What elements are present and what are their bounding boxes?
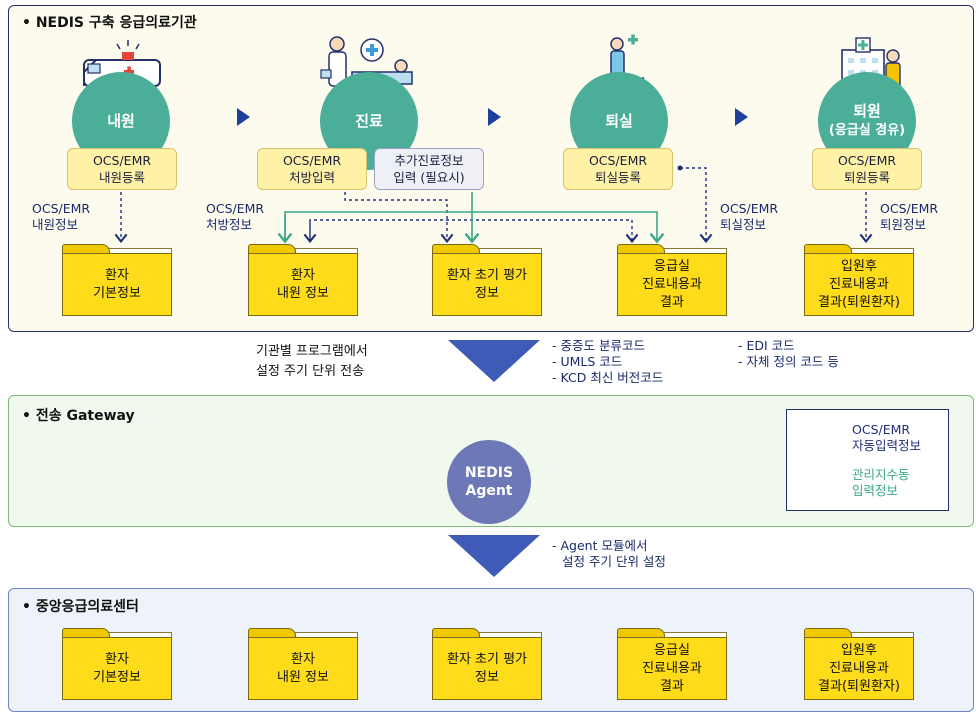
flow-arrow-icon	[735, 108, 748, 126]
transfer-arrow-1	[448, 340, 540, 382]
stage-label: 내원	[107, 112, 135, 130]
extra-info-box: 추가진료정보 입력 (필요시)	[374, 148, 484, 190]
ocs-box-discharge-er: OCS/EMR 퇴실등록	[563, 148, 673, 190]
ocs-box-arrival: OCS/EMR 내원등록	[67, 148, 177, 190]
ocs-box-treatment: OCS/EMR 처방입력	[257, 148, 367, 190]
stage-label: 퇴원	[853, 102, 881, 120]
center-panel-title: • 중앙응급의료센터	[22, 599, 139, 615]
stage-sublabel: (응급실 경유)	[828, 123, 906, 138]
code-list-1: - 중증도 분류코드- UMLS 코드- KCD 최신 버전코드	[552, 338, 664, 385]
flow-arrow-icon	[488, 108, 501, 126]
hospital-panel-title: • NEDIS 구축 응급의료기관	[22, 15, 197, 31]
flow-arrow-icon	[237, 108, 250, 126]
ocs-box-discharge: OCS/EMR 퇴원등록	[812, 148, 922, 190]
stage-label: 퇴실	[605, 112, 633, 130]
code-list-2: - EDI 코드- 자체 정의 코드 등	[738, 338, 839, 369]
legend	[786, 409, 949, 511]
stage-label: 진료	[355, 112, 383, 130]
gateway-panel-title: • 전송 Gateway	[22, 408, 135, 424]
transfer-arrow-2	[448, 535, 540, 577]
